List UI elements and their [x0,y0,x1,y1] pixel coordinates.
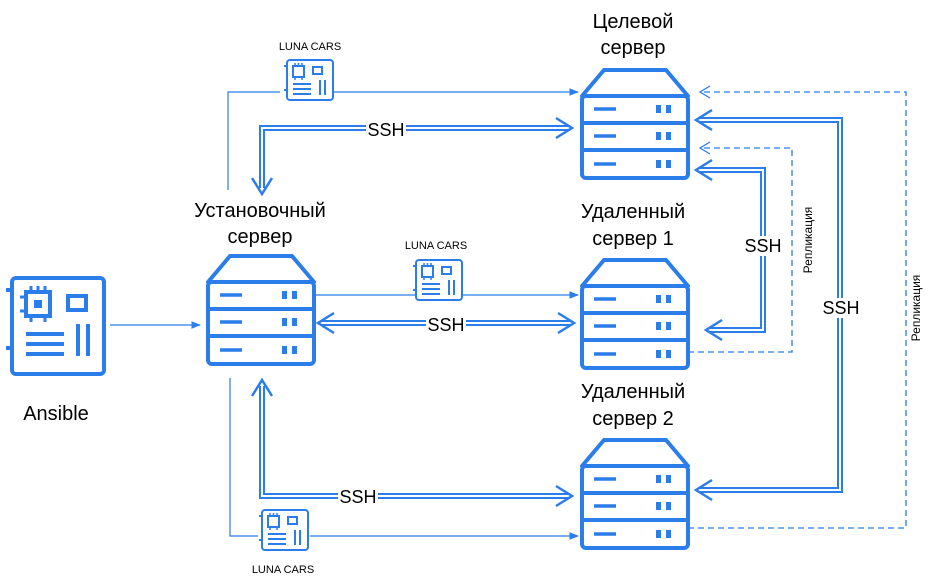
package-label-top: LUNA CARS [279,41,341,53]
install-label-2: сервер [228,226,293,248]
ssh-link-r2-target-outer [700,117,843,493]
remote1-label-2: сервер 1 [592,228,674,250]
ssh-r1-arrow-remote [703,318,723,342]
ssh-top-arrow-down [250,177,274,197]
ssh-top-arrow-right [555,116,575,140]
remote2-label-2: сервер 2 [592,408,674,430]
ssh-label-remote2-target: SSH [822,298,859,318]
package-icon-bottom [258,509,309,551]
remote1-server-icon [580,258,690,370]
ssh-label-bottom: SSH [339,487,376,507]
ssh-r2-arrow-target [693,108,713,132]
package-label-middle: LUNA CARS [405,240,467,252]
replication-arrow-2 [698,85,711,99]
ssh-middle-arrow-right [557,311,577,335]
ssh-r1-arrow-target [693,158,713,182]
remote2-server-icon [580,438,690,550]
ssh-link-top-inner [261,127,568,188]
replication-arrow-1 [698,141,711,155]
package-icon-middle [412,259,463,301]
ssh-link-r2-target-inner [700,119,841,491]
ssh-link-bottom-outer [259,386,568,499]
target-label-1: Целевой [593,11,674,33]
package-line-top [227,92,578,190]
ansible-label: Ansible [23,403,89,425]
ssh-label-top: SSH [367,120,404,140]
ansible-icon [4,276,106,376]
install-label-1: Установочный [194,200,326,222]
ssh-label-remote1-target: SSH [744,236,781,256]
target-label-2: сервер [601,37,666,59]
ssh-link-bottom-inner [261,386,568,497]
package-icon-top [283,59,334,101]
ssh-bottom-arrow-right [555,484,575,508]
ssh-label-middle: SSH [427,315,464,335]
replication-label-1: Репликация [801,207,815,274]
replication-line-1 [688,147,793,353]
install-server-icon [206,254,316,366]
ssh-bottom-arrow-up [250,377,274,397]
target-server-icon [580,68,690,180]
ssh-link-top-outer [259,125,568,188]
remote1-label-1: Удаленный [581,201,685,223]
ssh-r2-arrow-remote [693,478,713,502]
replication-label-2: Репликация [909,275,923,342]
remote2-label-1: Удаленный [581,381,685,403]
package-label-bottom: LUNA CARS [252,564,314,576]
package-line-bottom [229,378,578,536]
ssh-middle-arrow-left [315,311,335,335]
replication-line-2 [688,91,907,529]
